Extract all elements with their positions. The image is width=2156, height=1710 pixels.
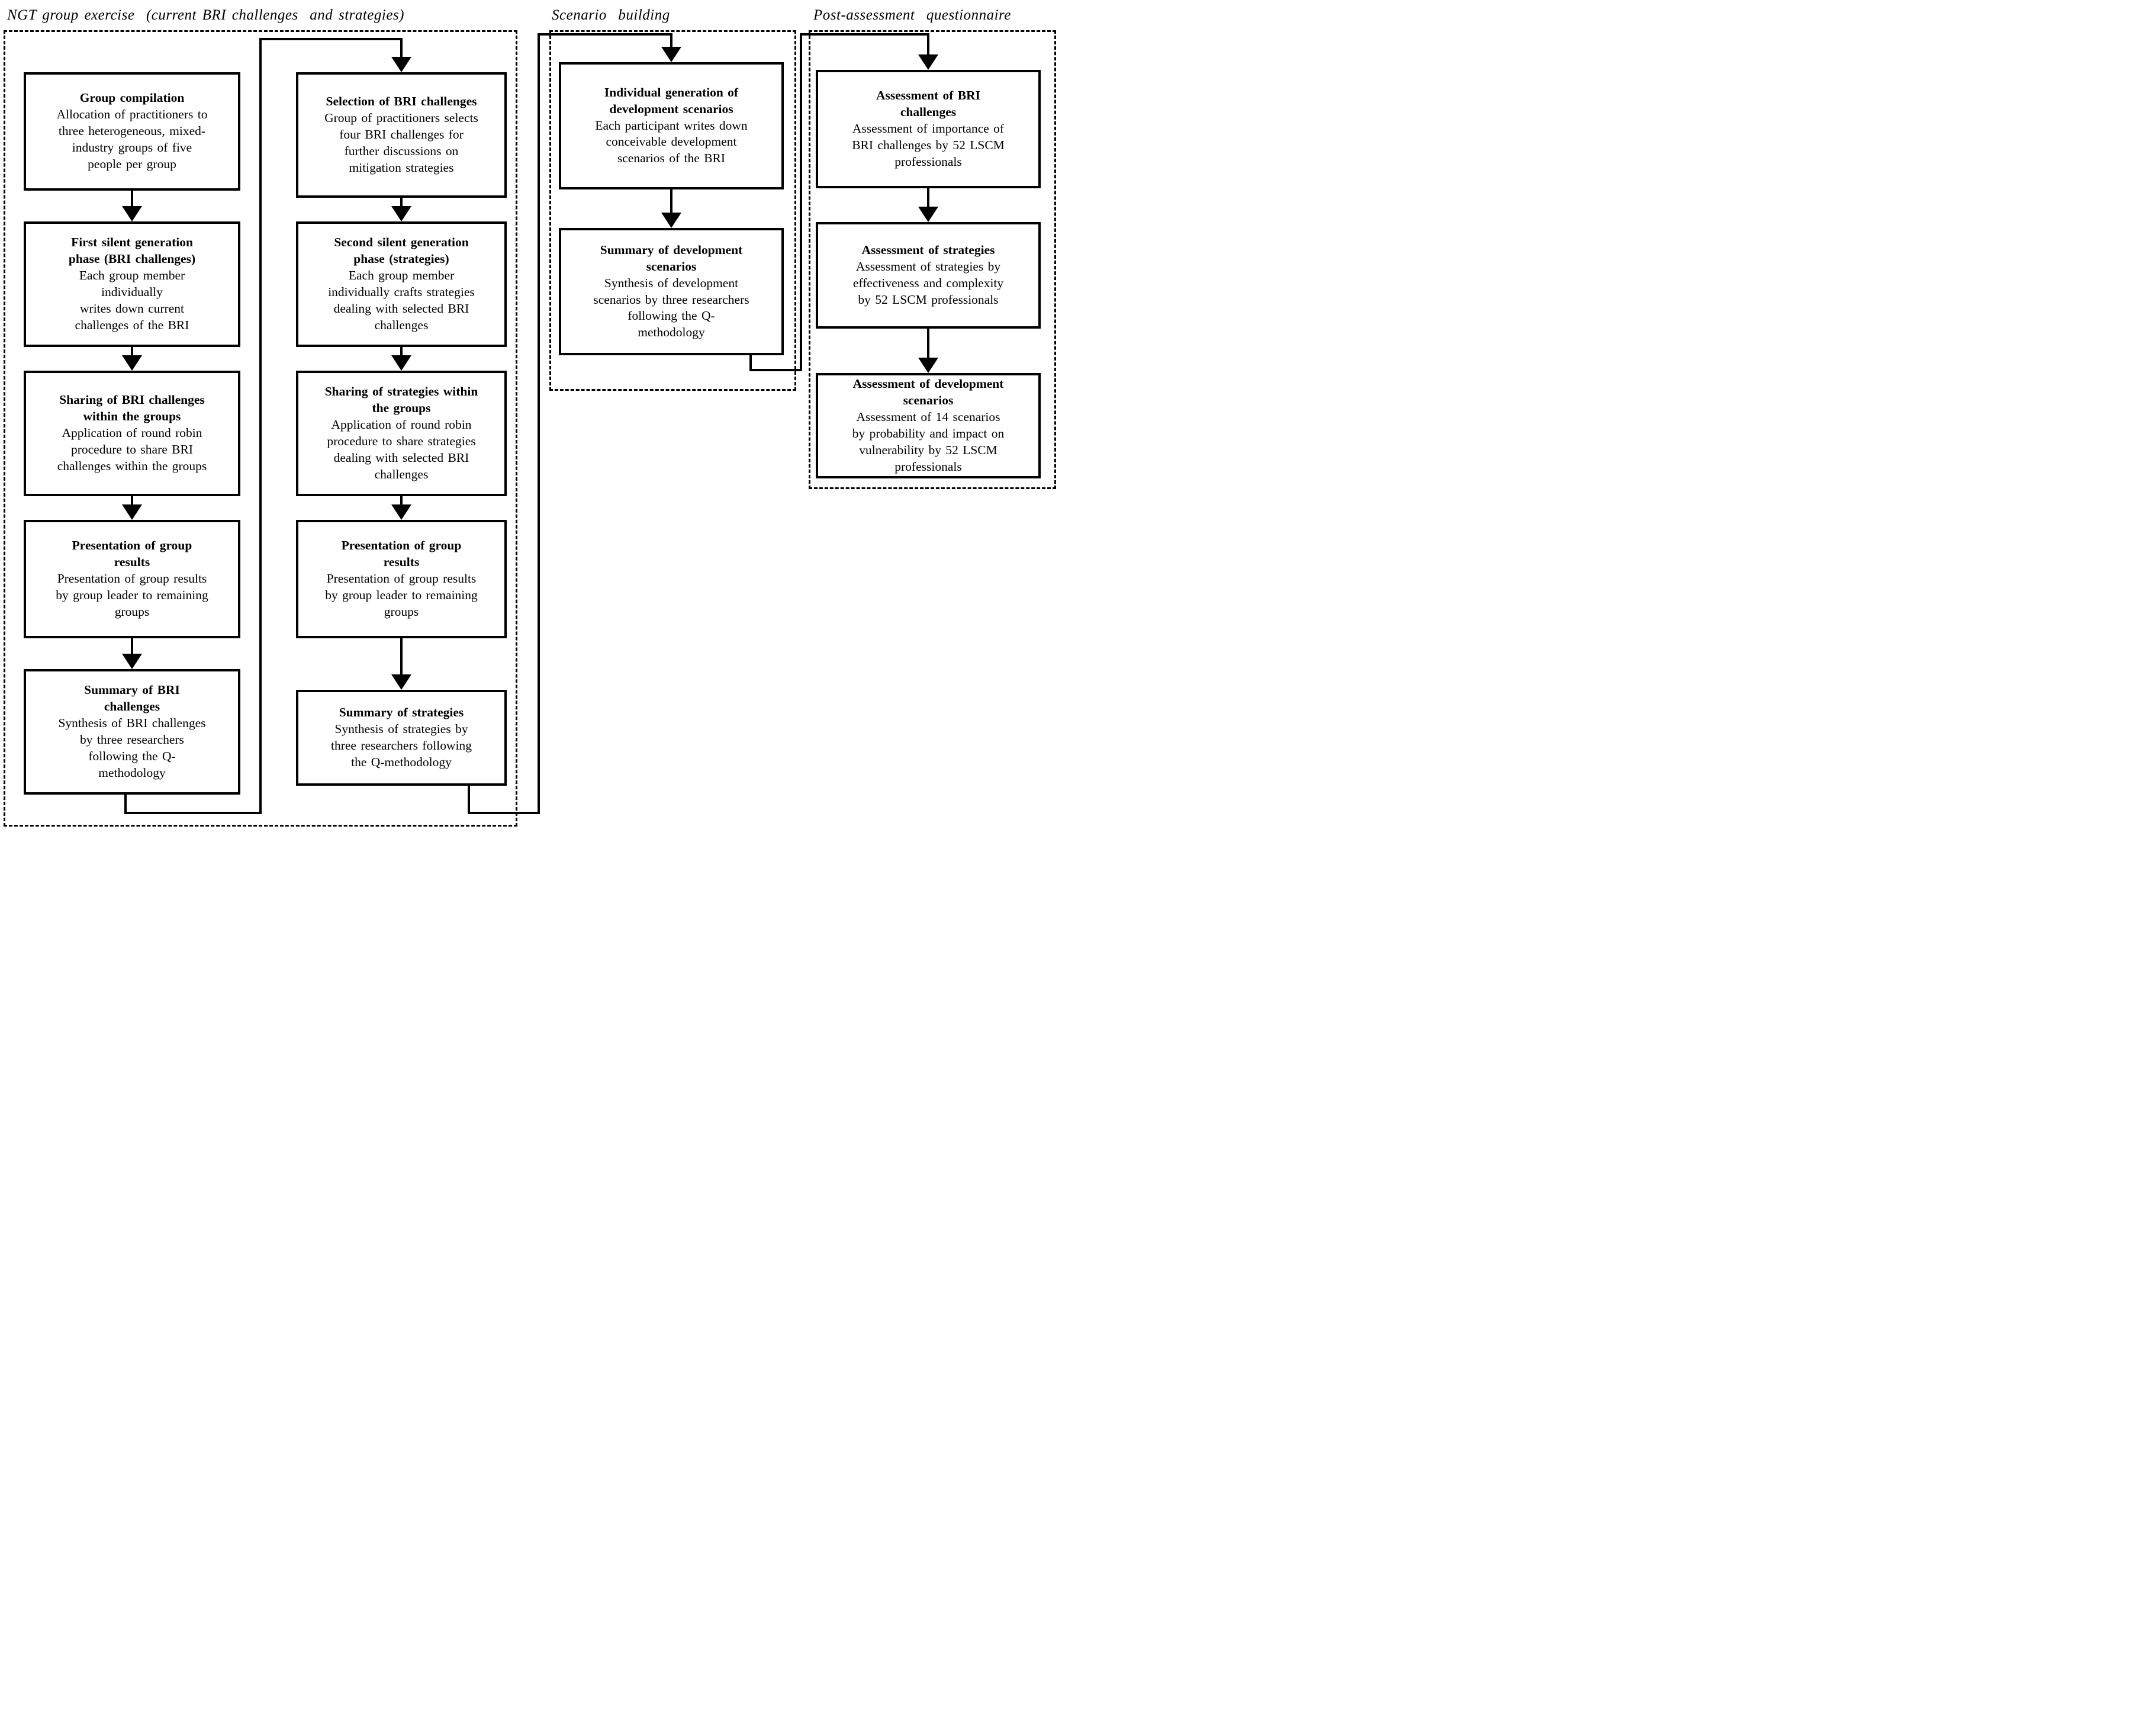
box-body: Synthesis of BRI challenges by three res… bbox=[58, 716, 206, 780]
group-container-ngt bbox=[4, 30, 517, 827]
arrow-down-icon-col1-2 bbox=[122, 347, 142, 371]
box-body: Assessment of strategies by effectivenes… bbox=[852, 259, 1004, 307]
flow-box-individual-generation-scenarios: Individual generation of development sce… bbox=[559, 62, 784, 189]
arrow-down-icon-col1-3 bbox=[122, 496, 142, 520]
box-body: Each group member individually writes do… bbox=[75, 268, 189, 332]
arrow-down-icon-col2-4 bbox=[391, 638, 411, 690]
box-body: Group of practitioners selects four BRI … bbox=[324, 111, 478, 175]
group-title-scenario-building: Scenario building bbox=[552, 7, 670, 23]
arrow-down-icon-col1-4 bbox=[122, 638, 142, 669]
connector-scenario-to-post-assessment bbox=[749, 33, 938, 371]
arrow-down-icon-col3-1 bbox=[661, 189, 681, 228]
box-body: Presentation of group results by group l… bbox=[325, 571, 478, 619]
flow-box-assessment-development-scenarios: Assessment of development scenarios Asse… bbox=[816, 373, 1041, 478]
box-heading: Summary of development scenarios bbox=[600, 242, 743, 274]
group-title-post-assessment: Post-assessment questionnaire bbox=[813, 7, 1011, 23]
arrow-down-icon-col2-3 bbox=[391, 496, 411, 520]
box-body: Synthesis of development scenarios by th… bbox=[593, 275, 749, 340]
box-heading: Sharing of BRI challenges within the gro… bbox=[59, 393, 205, 424]
methodology-flow-diagram: NGT group exercise (current BRI challeng… bbox=[0, 0, 1078, 855]
flow-box-sharing-strategies: Sharing of strategies within the groups … bbox=[296, 371, 507, 496]
box-body: Application of round robin procedure to … bbox=[327, 417, 476, 481]
box-heading: Second silent generation phase (strategi… bbox=[334, 235, 469, 266]
group-title-ngt: NGT group exercise (current BRI challeng… bbox=[7, 7, 405, 23]
flow-box-presentation-group-results-2: Presentation of group results Presentati… bbox=[296, 520, 507, 638]
flow-box-first-silent-generation: First silent generation phase (BRI chall… bbox=[24, 221, 240, 347]
box-body: Synthesis of strategies by three researc… bbox=[330, 722, 472, 769]
box-body: Each group member individually crafts st… bbox=[328, 268, 475, 332]
arrow-down-icon-col1-1 bbox=[122, 191, 142, 221]
box-heading: Assessment of development scenarios bbox=[852, 377, 1004, 408]
box-body: Assessment of importance of BRI challeng… bbox=[852, 121, 1005, 169]
flow-box-summary-bri-challenges: Summary of BRI challenges Synthesis of B… bbox=[24, 669, 240, 795]
box-heading: Selection of BRI challenges bbox=[326, 94, 477, 109]
arrow-down-icon-col4-1 bbox=[918, 188, 938, 222]
box-body: Presentation of group results by group l… bbox=[56, 571, 208, 619]
box-heading: Summary of strategies bbox=[339, 705, 464, 720]
box-body: Allocation of practitioners to three het… bbox=[56, 107, 208, 171]
flow-box-second-silent-generation: Second silent generation phase (strategi… bbox=[296, 221, 507, 347]
flow-box-summary-development-scenarios: Summary of development scenarios Synthes… bbox=[559, 228, 784, 355]
arrow-down-icon-col2-2 bbox=[391, 347, 411, 371]
flow-box-sharing-bri-challenges: Sharing of BRI challenges within the gro… bbox=[24, 371, 240, 496]
box-heading: Summary of BRI challenges bbox=[84, 683, 180, 714]
flow-box-group-compilation: Group compilation Allocation of practiti… bbox=[24, 72, 240, 191]
box-heading: Individual generation of development sce… bbox=[604, 85, 739, 116]
connector-ngt-col1-to-col2 bbox=[124, 38, 411, 814]
group-container-scenario-building bbox=[549, 30, 796, 391]
connector-layer bbox=[122, 33, 938, 814]
group-container-post-assessment bbox=[809, 30, 1056, 489]
flow-box-presentation-group-results-1: Presentation of group results Presentati… bbox=[24, 520, 240, 638]
box-body: Assessment of 14 scenarios by probabilit… bbox=[852, 410, 1005, 474]
flow-box-selection-bri-challenges: Selection of BRI challenges Group of pra… bbox=[296, 72, 507, 198]
box-heading: First silent generation phase (BRI chall… bbox=[68, 235, 196, 266]
box-heading: Group compilation bbox=[79, 91, 185, 105]
flow-box-summary-strategies: Summary of strategies Synthesis of strat… bbox=[296, 690, 507, 786]
box-heading: Sharing of strategies within the groups bbox=[324, 384, 478, 416]
flow-box-assessment-bri-challenges: Assessment of BRI challenges Assessment … bbox=[816, 70, 1041, 188]
box-heading: Presentation of group results bbox=[341, 538, 462, 570]
flow-box-assessment-strategies: Assessment of strategies Assessment of s… bbox=[816, 222, 1041, 329]
box-heading: Assessment of BRI challenges bbox=[876, 88, 980, 120]
box-body: Application of round robin procedure to … bbox=[57, 426, 207, 473]
arrow-down-icon-col4-2 bbox=[918, 329, 938, 373]
box-heading: Presentation of group results bbox=[72, 538, 192, 570]
box-body: Each participant writes down conceivable… bbox=[595, 118, 748, 166]
connector-col2-to-scenario-building bbox=[468, 33, 681, 814]
arrow-down-icon-col2-1 bbox=[391, 198, 411, 221]
box-heading: Assessment of strategies bbox=[861, 243, 995, 258]
